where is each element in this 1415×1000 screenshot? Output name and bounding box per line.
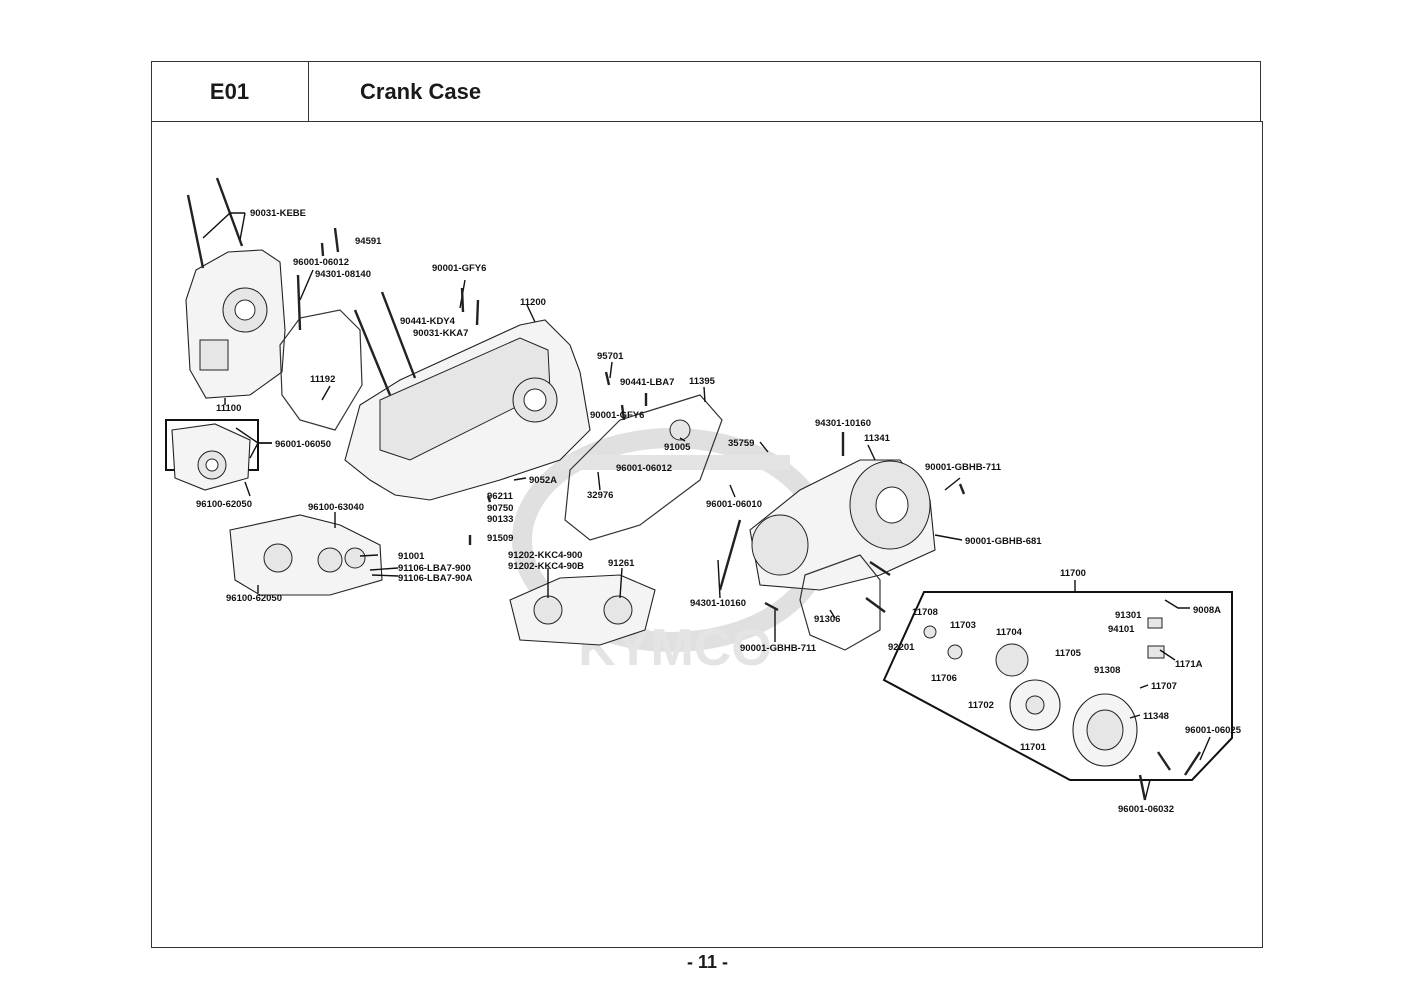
callout-11706: 11706 — [931, 673, 957, 684]
callout-11702: 11702 — [968, 700, 994, 711]
callout-96001-06012-b: 96001-06012 — [616, 463, 672, 474]
callout-11705: 11705 — [1055, 648, 1082, 659]
callout-11707: 11707 — [1151, 681, 1177, 692]
callout-90750: 90750 — [487, 503, 513, 514]
callout-91106-lba7-900: 91106-LBA7-900 — [398, 563, 471, 574]
header-frame — [151, 61, 1261, 121]
callout-11200: 11200 — [520, 297, 546, 308]
callout-90133: 90133 — [487, 514, 513, 525]
callout-9008a: 9008A — [1193, 605, 1221, 616]
clutch-cover-11341 — [749, 459, 936, 591]
callout-92201: 92201 — [888, 642, 915, 653]
section-code: E01 — [151, 61, 309, 122]
callout-9052a: 9052A — [529, 475, 557, 486]
callout-94101: 94101 — [1108, 624, 1135, 635]
callout-11703: 11703 — [950, 620, 976, 631]
callout-91106-lba7-90a: 91106-LBA7-90A — [398, 573, 473, 584]
callout-11395: 11395 — [689, 376, 716, 387]
callout-11100: 11100 — [216, 403, 241, 414]
callout-32976: 32976 — [587, 490, 613, 501]
callout-90031-kebe: 90031-KEBE — [250, 208, 306, 219]
hardware-bolts — [296, 227, 1202, 801]
callout-96001-06010: 96001-06010 — [706, 499, 762, 510]
callout-90001-gbhb-681: 90001-GBHB-681 — [965, 536, 1042, 547]
callout-91509: 91509 — [487, 533, 513, 544]
callout-96001-06012: 96001-06012 — [293, 257, 349, 268]
callout-11192: 11192 — [310, 374, 335, 385]
callout-11348: 11348 — [1143, 711, 1169, 722]
crankcase-right-halves — [229, 514, 656, 646]
section-title: Crank Case — [360, 78, 482, 104]
callout-91202-kkc4-90b: 91202-KKC4-90B — [508, 561, 584, 572]
page-number: - 11 - — [686, 952, 729, 972]
callout-95701: 95701 — [597, 351, 624, 362]
callout-96001-06025: 96001-06025 — [1185, 725, 1242, 736]
callout-94301-10160-b: 94301-10160 — [690, 598, 746, 609]
callout-91202-kkc4-900: 91202-KKC4-900 — [508, 550, 582, 561]
callout-1171a: 1171A — [1175, 659, 1203, 670]
callout-94301-10160: 94301-10160 — [815, 418, 871, 429]
callout-11700: 11700 — [1060, 568, 1086, 579]
callout-90001-gbhb-711: 90001-GBHB-711 — [925, 462, 1002, 473]
callout-90441-kdy4: 90441-KDY4 — [400, 316, 456, 327]
gasket-91306 — [799, 554, 881, 651]
oil-pump-group — [165, 419, 259, 491]
callout-11701: 11701 — [1020, 742, 1047, 753]
recoil-starter-group — [882, 591, 1233, 781]
callout-11708: 11708 — [912, 607, 938, 618]
callout-90031-kka7: 90031-KKA7 — [413, 328, 468, 339]
kymco-watermark-logo: KYMCO — [512, 428, 832, 677]
callout-96001-06032: 96001-06032 — [1118, 804, 1174, 815]
callout-35759: 35759 — [728, 438, 754, 449]
callout-90441-lba7: 90441-LBA7 — [620, 377, 674, 388]
leader-lines — [202, 212, 1211, 801]
gasket-11395 — [564, 394, 723, 541]
callout-11704: 11704 — [996, 627, 1023, 638]
diagram-frame — [151, 121, 1263, 948]
callout-94301-08140: 94301-08140 — [315, 269, 371, 280]
callout-91306: 91306 — [814, 614, 840, 625]
callout-91005: 91005 — [664, 442, 691, 453]
callout-91308: 91308 — [1094, 665, 1120, 676]
callout-96001-06050: 96001-06050 — [275, 439, 331, 450]
callout-96100-62050-a: 96100-62050 — [196, 499, 252, 510]
part-callouts: 90031-KEBE 94591 96001-06012 94301-08140… — [196, 208, 1242, 815]
callout-96211: 96211 — [487, 491, 514, 502]
callout-91001: 91001 — [398, 551, 425, 562]
gasket-11192 — [279, 309, 363, 431]
callout-90001-gbhb-711-b: 90001-GBHB-711 — [740, 643, 817, 654]
callout-94591: 94591 — [355, 236, 382, 247]
callout-91261: 91261 — [608, 558, 635, 569]
callout-96100-62050-b: 96100-62050 — [226, 593, 282, 604]
callout-11341: 11341 — [864, 433, 891, 444]
crankcase-left-11100 — [185, 177, 286, 399]
callout-90001-gfy6-b: 90001-GFY6 — [590, 410, 644, 421]
callout-90001-gfy6: 90001-GFY6 — [432, 263, 486, 274]
main-case-11200 — [344, 291, 591, 501]
callout-96100-63040: 96100-63040 — [308, 502, 364, 513]
callout-91301: 91301 — [1115, 610, 1142, 621]
